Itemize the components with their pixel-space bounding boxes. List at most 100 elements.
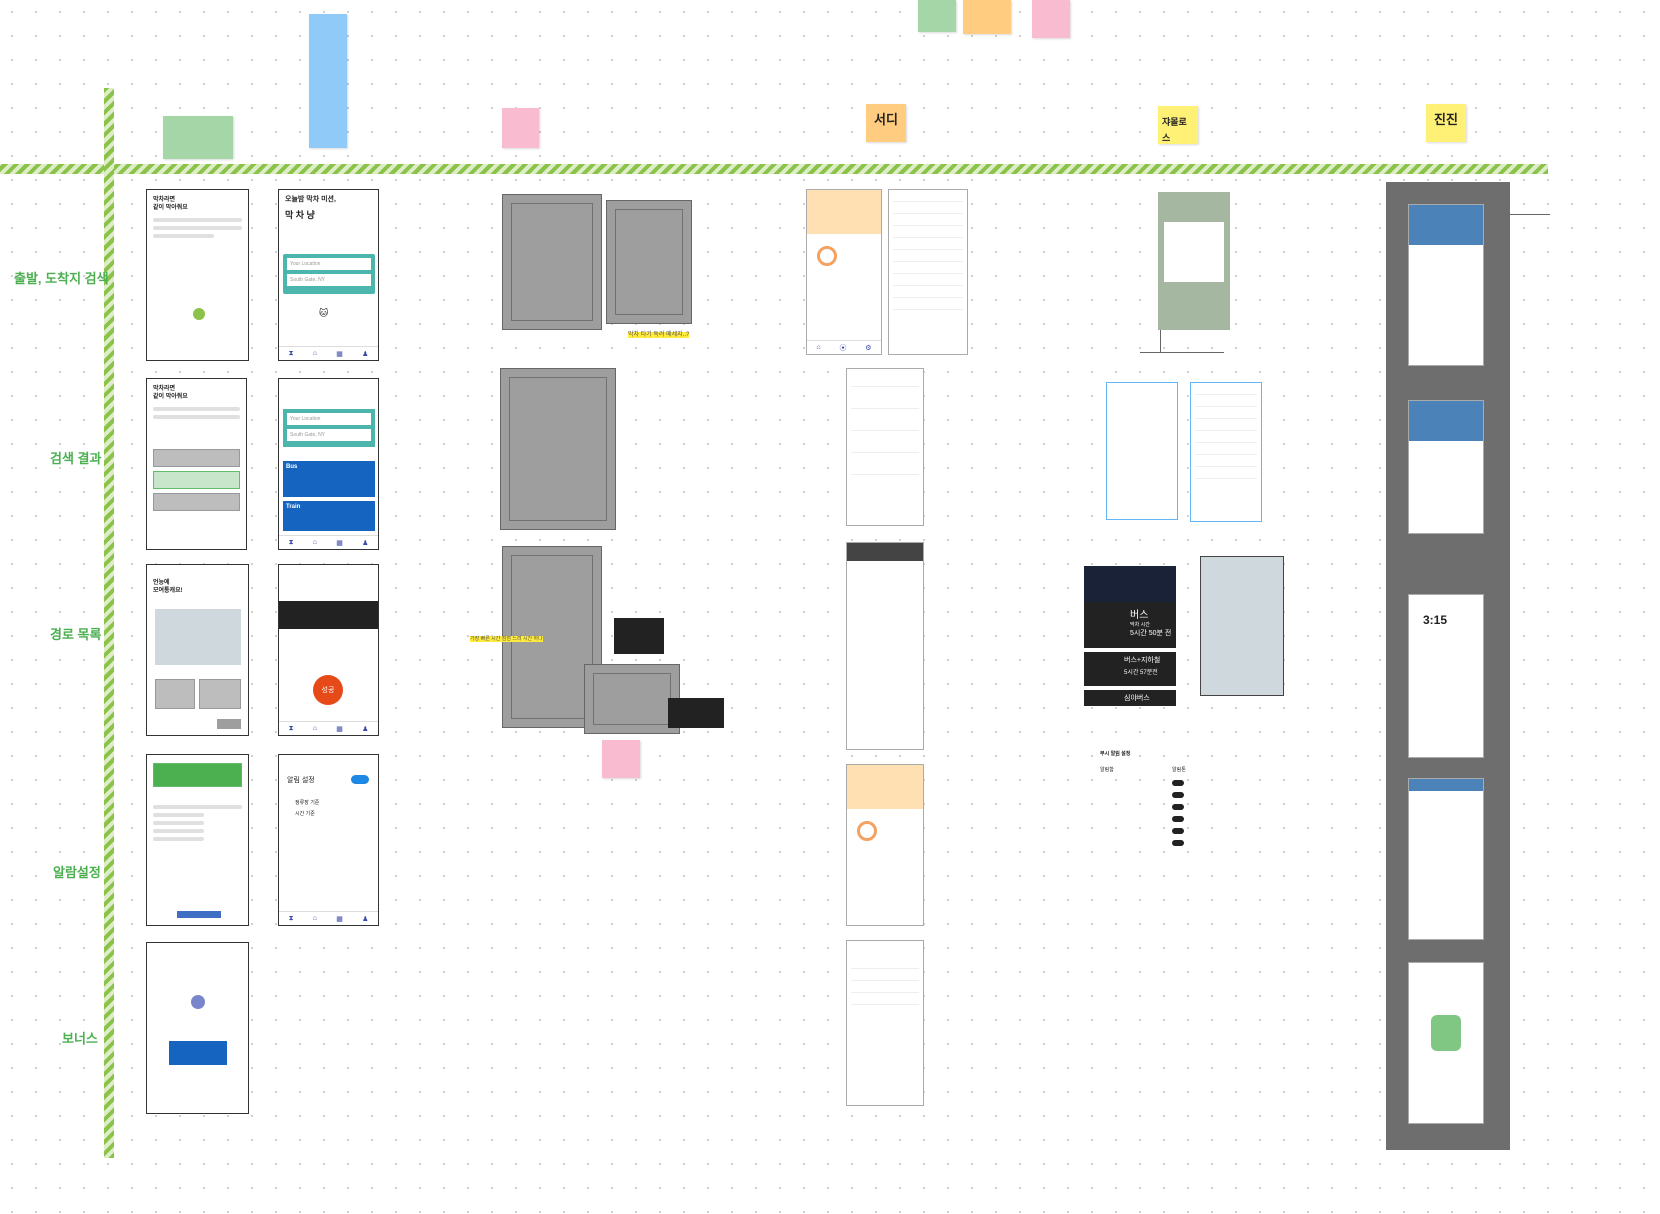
team-label-jamloss[interactable]: 쟈몰로스: [1158, 106, 1198, 144]
list-row[interactable]: [893, 262, 963, 274]
list-row[interactable]: [893, 286, 963, 298]
wireframe-alarm-settings[interactable]: 알림 설정 정류장 기준 시간 기준 ⧗⌂▦♟: [278, 754, 379, 926]
list-row[interactable]: [851, 431, 919, 453]
nav-icon[interactable]: ⌂: [312, 725, 317, 732]
night-bus-card[interactable]: 심야버스: [1084, 690, 1176, 706]
wireframe-alarm-popup[interactable]: [146, 754, 249, 926]
result-card[interactable]: [153, 493, 240, 511]
bus-subway-card[interactable]: 버스+지하철 5시간 57분전: [1084, 652, 1176, 686]
list-row[interactable]: [893, 298, 963, 310]
bus-card[interactable]: 버스 막차 시간 5시간 50분 전: [1084, 602, 1176, 648]
alarm-panel[interactable]: 부시 알림 설정 알림함 알림톤: [1100, 750, 1270, 870]
bottom-nav[interactable]: ⧗⌂▦♟: [279, 535, 378, 549]
nav-icon[interactable]: ⚙: [865, 344, 872, 352]
destination-input[interactable]: South Gate, NY: [287, 274, 371, 286]
nav-icon[interactable]: ⌂: [312, 915, 317, 922]
destination-input[interactable]: South Gate, NY: [287, 429, 371, 441]
phone-map-login[interactable]: [1158, 192, 1230, 330]
sticky-note[interactable]: [163, 116, 233, 159]
nav-icon[interactable]: ▦: [336, 350, 343, 358]
bottom-nav[interactable]: ⧗⌂▦♟: [279, 911, 378, 925]
sticky-note[interactable]: [602, 740, 640, 778]
bus-option[interactable]: Bus: [283, 461, 375, 497]
location-card[interactable]: Your Location South Gate, NY: [283, 409, 375, 447]
sticky-note[interactable]: [1032, 0, 1070, 38]
alarm-option-time[interactable]: 시간 기준: [295, 811, 315, 817]
sketch-photo[interactable]: [500, 368, 616, 530]
list-row[interactable]: [1195, 443, 1257, 455]
phone-settings[interactable]: [1408, 778, 1484, 940]
your-location-input[interactable]: Your Location: [287, 258, 371, 270]
settings-row[interactable]: [851, 957, 919, 969]
train-option[interactable]: Train: [283, 501, 375, 531]
submit-button[interactable]: [177, 911, 221, 918]
list-row[interactable]: [1195, 407, 1257, 419]
list-row[interactable]: [1195, 455, 1257, 467]
alarm-toggle[interactable]: [1172, 840, 1184, 846]
phone-search[interactable]: [1408, 400, 1484, 534]
login-card[interactable]: [1164, 222, 1224, 282]
phone-character[interactable]: [1408, 962, 1484, 1124]
nav-icon[interactable]: ⧗: [288, 724, 294, 732]
sticky-note[interactable]: [918, 0, 956, 32]
alarm-toggle[interactable]: [1172, 816, 1184, 822]
sticky-note[interactable]: [309, 14, 347, 148]
list-row[interactable]: [893, 238, 963, 250]
list-row[interactable]: [1195, 383, 1257, 395]
team-label-sherdi[interactable]: 서디: [866, 104, 906, 142]
alarm-toggle[interactable]: [1172, 780, 1184, 786]
alarm-toggle[interactable]: [1172, 828, 1184, 834]
nav-icon[interactable]: ♟: [362, 725, 369, 733]
map-area[interactable]: [155, 609, 241, 665]
nav-icon[interactable]: ♟: [362, 915, 369, 923]
nav-icon[interactable]: ⌂: [816, 344, 821, 351]
nav-icon[interactable]: ♟: [362, 539, 369, 547]
route-card[interactable]: [199, 679, 241, 709]
list-row[interactable]: [1195, 419, 1257, 431]
route-card[interactable]: [155, 679, 195, 709]
settings-row[interactable]: [851, 981, 919, 993]
list-row[interactable]: [893, 274, 963, 286]
nav-icon[interactable]: ⌂: [312, 539, 317, 546]
list-row[interactable]: [893, 250, 963, 262]
phone-route-list[interactable]: [846, 368, 924, 526]
result-card[interactable]: [153, 449, 240, 467]
alarm-toggle[interactable]: [1172, 792, 1184, 798]
nav-icon[interactable]: ⧗: [288, 914, 294, 922]
list-row[interactable]: [1195, 467, 1257, 479]
location-card[interactable]: Your Location South Gate, NY: [283, 254, 375, 294]
phone-timer[interactable]: 3:15: [1408, 594, 1484, 758]
success-button[interactable]: 성공: [313, 675, 343, 705]
mini-card[interactable]: [614, 618, 664, 654]
wireframe-route-map[interactable]: 언능에 모여통캐요!: [146, 564, 249, 736]
list-row[interactable]: [1195, 395, 1257, 407]
nav-icon[interactable]: ▦: [336, 725, 343, 733]
transport-cards[interactable]: 버스 막차 시간 5시간 50분 전 버스+지하철 5시간 57분전 심야버스: [1084, 602, 1176, 706]
bottom-nav[interactable]: ⧗ ⌂ ▦ ♟: [279, 721, 378, 735]
sketch-photo[interactable]: [502, 194, 602, 330]
list-row[interactable]: [851, 369, 919, 387]
list-row[interactable]: [1195, 431, 1257, 443]
bonus-button[interactable]: [169, 1041, 227, 1065]
team-label-jinjin[interactable]: 진진: [1426, 104, 1466, 142]
phone-tab-view[interactable]: [1106, 382, 1178, 520]
confirm-button[interactable]: [217, 719, 241, 729]
phone-list-view[interactable]: [1190, 382, 1262, 522]
alarm-option-stop[interactable]: 정류장 기준: [295, 800, 320, 806]
alarm-toggle[interactable]: [1172, 804, 1184, 810]
list-row[interactable]: [851, 409, 919, 431]
list-row[interactable]: [893, 202, 963, 214]
nav-icon[interactable]: ⧗: [288, 349, 294, 357]
list-row[interactable]: [851, 453, 919, 475]
mini-card[interactable]: [668, 698, 724, 728]
phone-station-list[interactable]: [888, 189, 968, 355]
sticky-note[interactable]: [963, 0, 1011, 34]
nav-icon[interactable]: ⧗: [288, 538, 294, 546]
bottom-nav[interactable]: ⌂⦿⚙: [807, 340, 881, 354]
alarm-toggle[interactable]: [351, 775, 369, 784]
phone-alarm-home[interactable]: [846, 764, 924, 926]
nav-icon[interactable]: ♟: [362, 350, 369, 358]
your-location-input[interactable]: Your Location: [287, 413, 371, 425]
nav-icon[interactable]: ⌂: [312, 350, 317, 357]
wireframe-bonus[interactable]: [146, 942, 249, 1114]
